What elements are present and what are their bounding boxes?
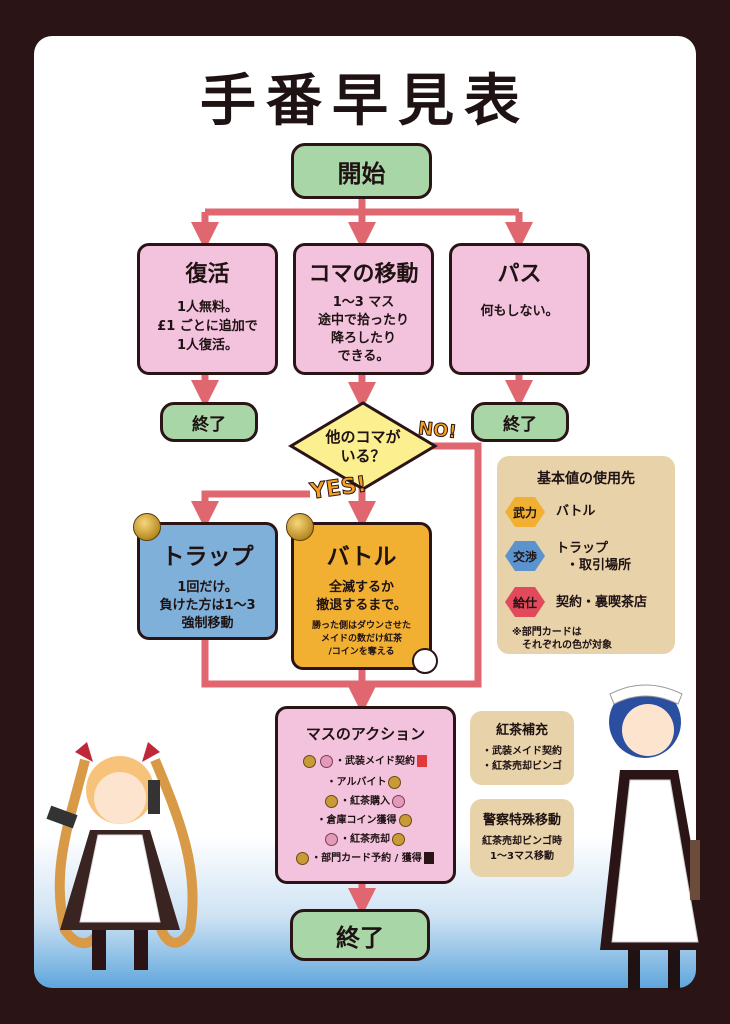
revive-end-label: 終了 — [192, 414, 226, 435]
battle-box: バトル 全滅するか 撤退するまで。 勝った側はダウンさせた メイドの数だけ紅茶 … — [291, 522, 432, 670]
decision-diamond — [288, 401, 438, 491]
revive-line: 1人無料。 — [176, 300, 239, 315]
card-icon — [417, 755, 427, 767]
move-line: 途中で拾ったり — [317, 313, 409, 328]
pass-box: パス 何もしない。 — [449, 243, 590, 375]
action-item: ・紅茶購入 — [290, 792, 440, 808]
action-item: ・アルバイト — [290, 773, 440, 789]
decision-line: 他のコマが — [325, 428, 401, 446]
legend-item-text: トラップ ・取引場所 — [556, 540, 631, 574]
end-node: 終了 — [290, 909, 430, 961]
move-line: 1～3 マス — [332, 295, 395, 310]
legend-note-line: ※部門カードは — [512, 627, 582, 638]
revive-end-node: 終了 — [160, 402, 258, 442]
action-label: ・アルバイト — [326, 777, 387, 788]
action-item: ・紅茶売却 — [290, 830, 440, 846]
action-item: ・倉庫コイン獲得 — [290, 811, 440, 827]
revive-line: £1 ごとに追加で — [157, 319, 258, 334]
trap-heading: トラップ — [161, 544, 254, 570]
no-label: NO! — [417, 418, 459, 444]
coin-icon — [286, 513, 314, 541]
police-line: 1～3マス移動 — [490, 851, 554, 862]
pass-end-label: 終了 — [503, 414, 537, 435]
tea-refill-panel: 紅茶補充 ・武装メイド契約 ・紅茶売却ビンゴ — [470, 711, 574, 785]
action-label: ・部門カード予約 / 獲得 — [311, 853, 422, 864]
revive-heading: 復活 — [185, 262, 230, 287]
legend-note-line: それぞれの色が対象 — [522, 640, 612, 651]
legend-item-line: バトル — [556, 504, 596, 519]
legend-chip-label: 交渉 — [512, 549, 537, 564]
coin-icon — [388, 775, 402, 789]
action-label: ・紅茶購入 — [340, 796, 390, 807]
card-icon — [423, 852, 434, 864]
tea-icon — [325, 832, 338, 846]
trap-line: 強制移動 — [181, 616, 234, 631]
start-label: 開始 — [337, 159, 386, 188]
battle-line: 撤退するまで。 — [316, 598, 407, 613]
pass-line: 何もしない。 — [480, 304, 559, 319]
legend-item-text: 契約・裏喫茶店 — [556, 594, 647, 611]
battle-heading: バトル — [326, 544, 397, 570]
move-box: コマの移動 1～3 マス 途中で拾ったり 降ろしたり できる。 — [293, 243, 434, 375]
move-line: 降ろしたり — [330, 331, 396, 346]
revive-box: 復活 1人無料。 £1 ごとに追加で 1人復活。 — [137, 243, 278, 375]
coin-icon — [296, 851, 310, 865]
action-item: ・武装メイド契約 — [290, 752, 440, 768]
legend-item-line: トラップ — [556, 541, 609, 556]
coin-icon — [325, 794, 338, 808]
action-label: ・紅茶売却 — [340, 834, 390, 845]
tea-refill-line: ・武装メイド契約 — [482, 746, 562, 757]
legend-item-line: ・取引場所 — [566, 558, 632, 573]
start-node: 開始 — [291, 143, 432, 199]
tea-refill-line: ・紅茶売却ビンゴ — [482, 761, 562, 772]
trap-line: 1回だけ。 — [177, 580, 238, 595]
police-panel: 警察特殊移動 紅茶売却ビンゴ時 1～3マス移動 — [470, 799, 574, 877]
move-line: できる。 — [337, 349, 390, 364]
tea-icon — [320, 754, 333, 768]
decision-line: いる？ — [340, 447, 386, 465]
legend-item-text: バトル — [556, 503, 595, 520]
left-maid-illustration — [46, 742, 198, 970]
car-icon — [412, 648, 438, 674]
pass-heading: パス — [497, 262, 542, 287]
decision-text: 他のコマが いる？ — [310, 428, 416, 466]
right-maid-illustration — [600, 684, 710, 990]
pass-end-node: 終了 — [471, 402, 569, 442]
tea-icon — [392, 794, 405, 808]
action-label: ・倉庫コイン獲得 — [316, 815, 397, 826]
legend-note: ※部門カードは それぞれの色が対象 — [512, 626, 612, 652]
battle-note: /コインを奪える — [328, 647, 395, 657]
actions-heading: マスのアクション — [305, 725, 426, 743]
trap-line: 負けた方は1～3 — [159, 598, 256, 613]
coin-icon — [133, 513, 161, 541]
coin-icon — [398, 813, 412, 827]
revive-line: 1人復活。 — [176, 338, 239, 353]
battle-line: 全滅するか — [328, 580, 394, 595]
legend-item-line: 契約・裏喫茶店 — [556, 595, 648, 610]
police-line: 紅茶売却ビンゴ時 — [482, 836, 562, 847]
legend-chip-service: 給仕 — [505, 587, 545, 617]
action-label: ・武装メイド契約 — [335, 756, 415, 767]
tea-refill-heading: 紅茶補充 — [495, 723, 548, 738]
coin-icon — [392, 832, 405, 846]
legend-chip-label: 武力 — [512, 505, 537, 520]
battle-note: メイドの数だけ紅茶 — [320, 634, 402, 644]
legend-chip-label: 給仕 — [512, 595, 537, 610]
action-item: ・部門カード予約 / 獲得 — [290, 849, 440, 865]
legend-title: 基本値の使用先 — [537, 471, 635, 487]
police-heading: 警察特殊移動 — [482, 813, 561, 828]
move-heading: コマの移動 — [308, 262, 419, 287]
page-title: 手番早見表 — [200, 69, 530, 134]
end-label: 終了 — [336, 923, 384, 952]
coin-icon — [303, 754, 316, 768]
trap-box: トラップ 1回だけ。 負けた方は1～3 強制移動 — [137, 522, 278, 640]
battle-note: 勝った側はダウンさせた — [311, 621, 411, 631]
